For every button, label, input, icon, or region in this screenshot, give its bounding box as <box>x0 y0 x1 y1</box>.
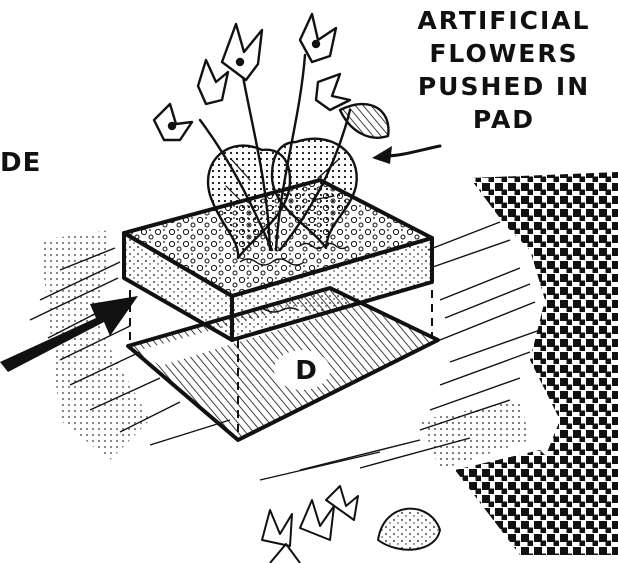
leader-arrow-icon <box>372 146 440 164</box>
callout-text: ARTIFICIAL FLOWERS PUSHED IN PAD <box>404 4 604 136</box>
callout-line-4: PAD <box>404 103 604 136</box>
halftone-backdrop-lower <box>455 450 560 555</box>
callout-line-3: PUSHED IN <box>404 70 604 103</box>
cut-off-label: DE <box>0 150 41 176</box>
small-flowers-icon <box>262 486 440 563</box>
part-d-label: D <box>286 356 326 386</box>
callout-line-1: ARTIFICIAL <box>404 4 604 37</box>
callout-line-2: FLOWERS <box>404 37 604 70</box>
